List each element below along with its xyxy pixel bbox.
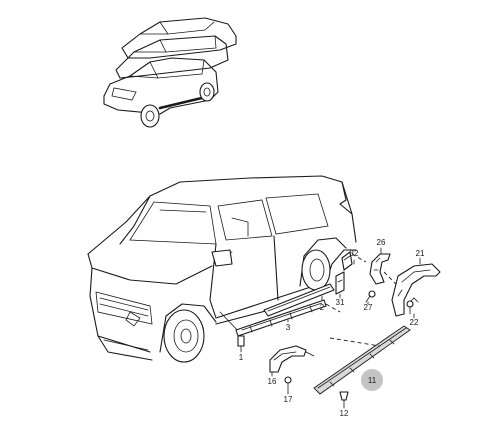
car-body-outline	[87, 175, 357, 363]
part-32-bracket	[341, 251, 353, 271]
callout-31: 31	[336, 298, 345, 307]
part-2-side-skirt	[263, 283, 335, 317]
callout-11-highlight	[361, 369, 383, 391]
callout-17: 17	[284, 395, 293, 404]
callout-27: 27	[364, 303, 373, 312]
callout-11: 11	[368, 376, 377, 385]
body-variants-thumbnail	[103, 17, 237, 128]
callout-22: 22	[410, 318, 419, 327]
callout-12: 12	[340, 409, 349, 418]
part-26-arch-liner	[369, 253, 391, 285]
part-1-clip	[219, 311, 245, 351]
part-27-screw	[365, 290, 376, 303]
part-21-arch-extension	[391, 263, 441, 317]
part-11-rocker-panel	[313, 325, 411, 395]
callout-21: 21	[416, 249, 425, 258]
callout-leaders	[240, 247, 421, 409]
part-3-sill-strip	[235, 299, 327, 337]
part-12-screw	[339, 391, 349, 407]
part-22-screw	[406, 300, 414, 315]
callout-2: 2	[320, 303, 325, 312]
callout-1: 1	[239, 353, 244, 362]
callout-32: 32	[350, 249, 359, 258]
assembly-guide-lines	[325, 253, 397, 347]
callout-3: 3	[286, 323, 291, 332]
callout-26: 26	[377, 238, 386, 247]
part-31-clip	[335, 271, 345, 295]
part-16-front-arch-extension	[269, 345, 307, 373]
part-17-screw	[284, 351, 315, 391]
callout-16: 16	[268, 377, 277, 386]
